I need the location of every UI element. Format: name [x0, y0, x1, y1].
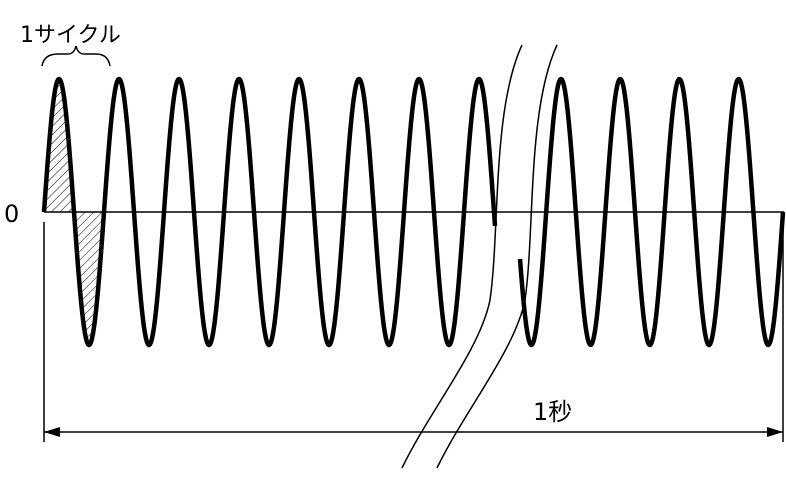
- first-cycle-negative-hatch: [74, 212, 104, 345]
- cycle-label: 1サイクル: [20, 23, 121, 48]
- sine-wave-left-segment: [41, 76, 498, 348]
- one-second-label: 1秒: [533, 398, 572, 426]
- first-cycle-positive-hatch: [44, 79, 74, 212]
- zero-label: 0: [4, 200, 19, 228]
- break-line-left: [401, 44, 523, 469]
- sine-wave-right-segment: [517, 76, 786, 348]
- dimension-arrow-right: [767, 427, 783, 437]
- dimension-arrow-left: [44, 427, 60, 437]
- break-line-right: [436, 44, 558, 469]
- cycle-brace: [41, 45, 111, 67]
